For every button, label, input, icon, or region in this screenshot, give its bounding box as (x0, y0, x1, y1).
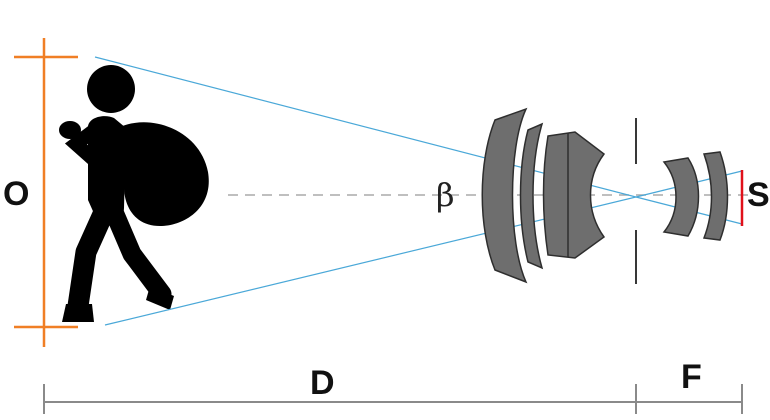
sensor-label: S (747, 176, 770, 214)
front-lens-group (481, 107, 606, 284)
distance-label: D (310, 364, 335, 402)
dimension-line (43, 384, 743, 414)
object-label: O (3, 175, 29, 213)
rear-lens-group (662, 151, 729, 241)
angle-label: β (436, 176, 455, 214)
person-with-sack-icon (59, 65, 209, 322)
object-height-bar (14, 38, 78, 347)
focal-length-label: F (681, 358, 702, 396)
